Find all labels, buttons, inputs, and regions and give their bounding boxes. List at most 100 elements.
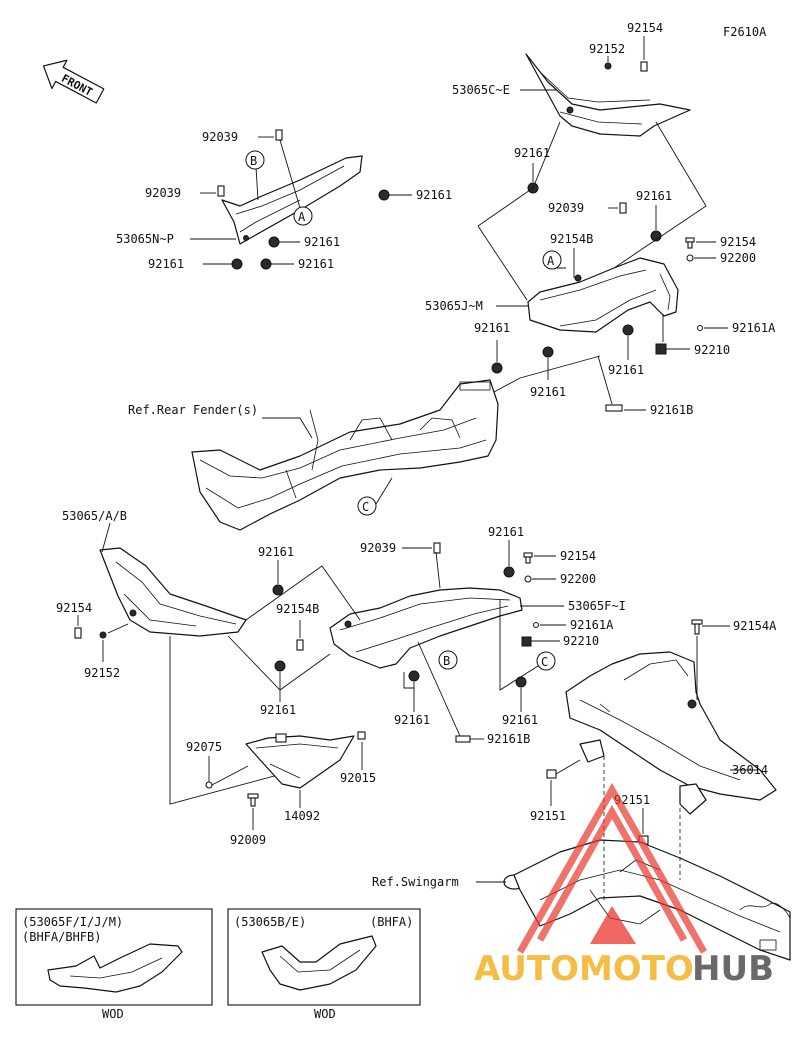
nut-92161a-b — [533, 622, 539, 628]
nut-92152-top — [604, 62, 612, 70]
washer-92200-a — [686, 254, 694, 262]
circle-a-mid — [542, 250, 562, 270]
label-53065np: 53065N~P — [116, 232, 174, 246]
inset-left-line1: (53065F/I/J/M) — [22, 915, 123, 929]
cover-53065ce — [525, 53, 691, 137]
bolt-92154-mid — [685, 237, 695, 249]
label-92152: 92152 — [84, 666, 120, 680]
label-92161: 92161 — [394, 713, 430, 727]
label-92161: 92161 — [530, 385, 566, 399]
grommet-92161-a — [378, 189, 390, 201]
grommet-92161-l — [274, 660, 286, 672]
label-53065fi: 53065F~I — [568, 599, 626, 613]
grommet-92161-d — [260, 258, 272, 270]
label-92015: 92015 — [340, 771, 376, 785]
label-92039: 92039 — [548, 201, 584, 215]
label-92210: 92210 — [563, 634, 599, 648]
circle-letter-c-low: C — [541, 655, 548, 669]
clip-92039-d — [433, 542, 441, 554]
label-92154: 92154 — [627, 21, 663, 35]
inset-left-line2: (BHFA/BHFB) — [22, 930, 101, 944]
label-92154: 92154 — [720, 235, 756, 249]
label-92075: 92075 — [186, 740, 222, 754]
label-92161a: 92161A — [732, 321, 776, 335]
circle-a-top — [293, 206, 313, 226]
cover-53065jm — [527, 257, 679, 333]
inset-left: (53065F/I/J/M) (BHFA/BHFB) WOD — [15, 908, 213, 1021]
cover-53065np — [221, 155, 363, 245]
bolt-92151-a — [546, 769, 557, 779]
inset-left-caption: WOD — [102, 1007, 124, 1021]
label-ref-swingarm: Ref.Swingarm — [372, 875, 459, 889]
grommet-92161-k — [272, 584, 284, 596]
label-92154: 92154 — [560, 549, 596, 563]
circle-letter-b-low: B — [443, 654, 450, 668]
clip-92015 — [357, 731, 366, 740]
label-92161: 92161 — [502, 713, 538, 727]
cover-14092 — [245, 733, 355, 789]
clip-92039-c — [619, 202, 627, 214]
circle-letter-a-top: A — [298, 210, 306, 224]
label-92161: 92161 — [416, 188, 452, 202]
grommet-92161-m — [408, 670, 420, 682]
circle-b-low — [438, 650, 458, 670]
label-92039: 92039 — [360, 541, 396, 555]
bolt-92154-left — [74, 627, 82, 639]
bolt-92154a — [691, 619, 703, 635]
label-92154: 92154 — [56, 601, 92, 615]
cover-53065fi — [329, 587, 523, 669]
clip-92161b-a — [605, 404, 623, 412]
label-92161: 92161 — [260, 703, 296, 717]
figure-code: F2610A — [723, 25, 767, 39]
inset-right-caption: WOD — [314, 1007, 336, 1021]
watermark-logo: AUTOMOTO HUB — [474, 782, 774, 989]
label-92161: 92161 — [258, 545, 294, 559]
circle-c-low — [536, 651, 556, 671]
screw-92009 — [247, 793, 259, 807]
label-92161: 92161 — [474, 321, 510, 335]
clip-92075 — [205, 781, 213, 789]
label-92161: 92161 — [636, 189, 672, 203]
collar-36014 — [687, 699, 697, 709]
grommet-92161-i — [491, 362, 503, 374]
nut-92161a-a — [697, 325, 703, 331]
grommet-92161-b — [268, 236, 280, 248]
cover-53065ab — [99, 547, 247, 637]
watermark-text-b: HUB — [692, 949, 774, 989]
washer-92200-b — [524, 575, 532, 583]
label-92161: 92161 — [298, 257, 334, 271]
clip-92039-b — [217, 185, 225, 197]
label-92200: 92200 — [720, 251, 756, 265]
label-92154b: 92154B — [550, 232, 593, 246]
label-92154b: 92154B — [276, 602, 319, 616]
circle-letter-c-mid: C — [362, 500, 369, 514]
label-92161b: 92161B — [487, 732, 530, 746]
rear-fender — [191, 379, 499, 531]
grommet-92161-g — [622, 324, 634, 336]
chain-cover-36014 — [565, 651, 777, 815]
label-92161: 92161 — [608, 363, 644, 377]
grommet-92161-c — [231, 258, 243, 270]
label-92039: 92039 — [145, 186, 181, 200]
inset-right-line2: (BHFA) — [370, 915, 413, 929]
label-92161: 92161 — [514, 146, 550, 160]
label-14092: 14092 — [284, 809, 320, 823]
circle-b-top — [245, 150, 265, 170]
label-92161a: 92161A — [570, 618, 614, 632]
label-53065ab: 53065/A/B — [62, 509, 127, 523]
label-92154a: 92154A — [733, 619, 777, 633]
label-92210: 92210 — [694, 343, 730, 357]
bolt-92154-top — [640, 61, 648, 72]
grommet-92161-j — [503, 566, 515, 578]
nut-92152-left — [99, 631, 107, 639]
label-53065ce: 53065C~E — [452, 83, 510, 97]
label-92152: 92152 — [589, 42, 625, 56]
nut-92210-a — [655, 343, 667, 355]
label-92200: 92200 — [560, 572, 596, 586]
label-92161: 92161 — [488, 525, 524, 539]
label-92009: 92009 — [230, 833, 266, 847]
clip-92161b-b — [455, 735, 471, 743]
inset-right-line1: (53065B/E) — [234, 915, 306, 929]
